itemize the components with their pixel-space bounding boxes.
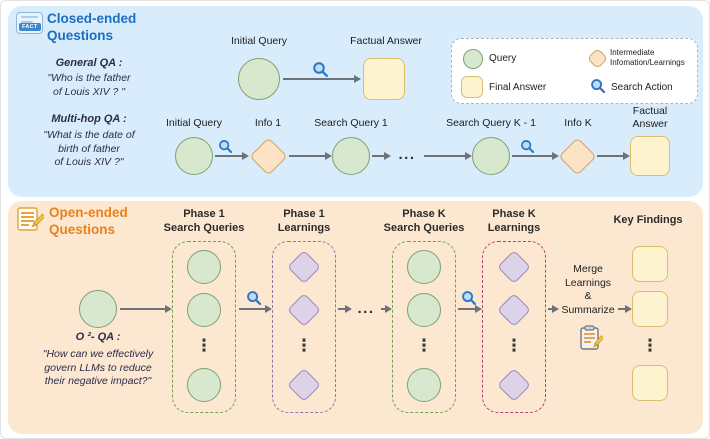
o2-qa-heading: O ²- QA : (75, 331, 121, 343)
initial-query-node (175, 137, 213, 175)
search-query-1-label: Search Query 1 (314, 117, 388, 129)
multihop-qa-question: "What is the date of birth of father of … (43, 129, 135, 169)
fact-badge: FACT (19, 23, 41, 31)
factual-answer-node (630, 136, 670, 176)
flow-arrow (338, 305, 352, 312)
fact-doc-line (21, 21, 33, 23)
o2-qa-question: "How can we effectively govern LLMs to r… (42, 348, 154, 388)
closed-ended-title: Closed-ended Questions (47, 11, 137, 43)
legend-final-answer-label: Final Answer (489, 82, 547, 93)
search-query-k-1-node (472, 137, 510, 175)
phase-k-learnings-group: ⋮ (482, 241, 546, 413)
initial-query-label: Initial Query (230, 35, 288, 47)
merge-summarize-label: Merge Learnings & Summarize (561, 263, 615, 316)
search-query-node (407, 250, 441, 284)
legend-final-answer-swatch (461, 76, 483, 98)
flow-arrow (120, 305, 172, 312)
general-qa-question: "Who is the father of Louis XIV ? " (47, 72, 131, 98)
phase-k-search-queries-group: ⋮ (392, 241, 456, 413)
open-ended-title: Open-ended Questions (49, 205, 128, 237)
fact-document-icon: FACT (16, 12, 43, 34)
flow-arrow (289, 152, 332, 159)
factual-answer-label: Factual Answer (632, 105, 668, 131)
general-qa-heading: General QA : (55, 57, 123, 69)
learning-node (287, 293, 321, 327)
vertical-ellipsis: ⋮ (195, 336, 213, 355)
open-ended-panel (8, 201, 703, 434)
phase-k-learnings-header: Phase K Learnings (487, 208, 541, 234)
learning-node (287, 250, 321, 284)
flow-arrow (283, 75, 361, 82)
legend-intermediate-swatch (586, 47, 609, 70)
phase-1-learnings-header: Phase 1 Learnings (277, 208, 331, 234)
learning-node (497, 368, 531, 402)
multihop-qa-heading: Multi-hop QA : (51, 113, 127, 125)
phase-1-search-queries-header: Phase 1 Search Queries (163, 208, 245, 234)
info-k-label: Info K (564, 117, 592, 129)
flow-arrow (618, 305, 632, 312)
search-action-icon (218, 139, 233, 154)
key-finding-node (632, 365, 668, 401)
search-action-icon (246, 290, 262, 306)
search-query-node (187, 293, 221, 327)
search-action-icon (520, 139, 535, 154)
search-query-k-1-label: Search Query K - 1 (446, 117, 536, 129)
legend-search-action-label: Search Action (611, 82, 673, 93)
legend-query-swatch (463, 49, 483, 69)
flow-arrow (372, 152, 391, 159)
flow-arrow (512, 152, 559, 159)
search-query-1-node (332, 137, 370, 175)
phase-k-search-queries-header: Phase K Search Queries (383, 208, 465, 234)
learning-node (497, 250, 531, 284)
fact-doc-line (21, 16, 38, 18)
search-action-icon (590, 78, 606, 94)
legend: Query Intermediate Infomation/Learnings … (451, 38, 698, 104)
search-action-icon (312, 61, 329, 78)
flow-arrow (215, 152, 249, 159)
legend-query-label: Query (489, 53, 517, 64)
vertical-ellipsis: ⋮ (641, 336, 659, 355)
vertical-ellipsis: ⋮ (505, 336, 523, 355)
flow-arrow (424, 152, 472, 159)
open-initial-query-node (79, 290, 117, 328)
factual-answer-label: Factual Answer (350, 35, 422, 47)
learning-node (497, 293, 531, 327)
info-1-label: Info 1 (254, 117, 282, 129)
search-query-node (407, 293, 441, 327)
key-finding-node (632, 291, 668, 327)
flow-arrow (239, 305, 272, 312)
initial-query-label: Initial Query (165, 117, 223, 129)
phase-1-learnings-group: ⋮ (272, 241, 336, 413)
search-action-icon (461, 290, 477, 306)
notes-pencil-icon (16, 206, 46, 232)
factual-answer-node (363, 58, 405, 100)
legend-intermediate-label: Intermediate Infomation/Learnings (610, 48, 685, 68)
clipboard-pencil-icon (579, 325, 605, 351)
key-finding-node (632, 246, 668, 282)
horizontal-ellipsis: ... (398, 146, 416, 163)
horizontal-ellipsis: ... (357, 300, 375, 317)
key-findings-header: Key Findings (613, 214, 683, 226)
flow-arrow (381, 305, 392, 312)
vertical-ellipsis: ⋮ (415, 336, 433, 355)
flow-arrow (548, 305, 559, 312)
search-query-node (187, 250, 221, 284)
initial-query-node (238, 58, 280, 100)
vertical-ellipsis: ⋮ (295, 336, 313, 355)
flow-arrow (458, 305, 482, 312)
flow-arrow (597, 152, 630, 159)
phase-1-search-queries-group: ⋮ (172, 241, 236, 413)
search-query-node (407, 368, 441, 402)
learning-node (287, 368, 321, 402)
search-query-node (187, 368, 221, 402)
